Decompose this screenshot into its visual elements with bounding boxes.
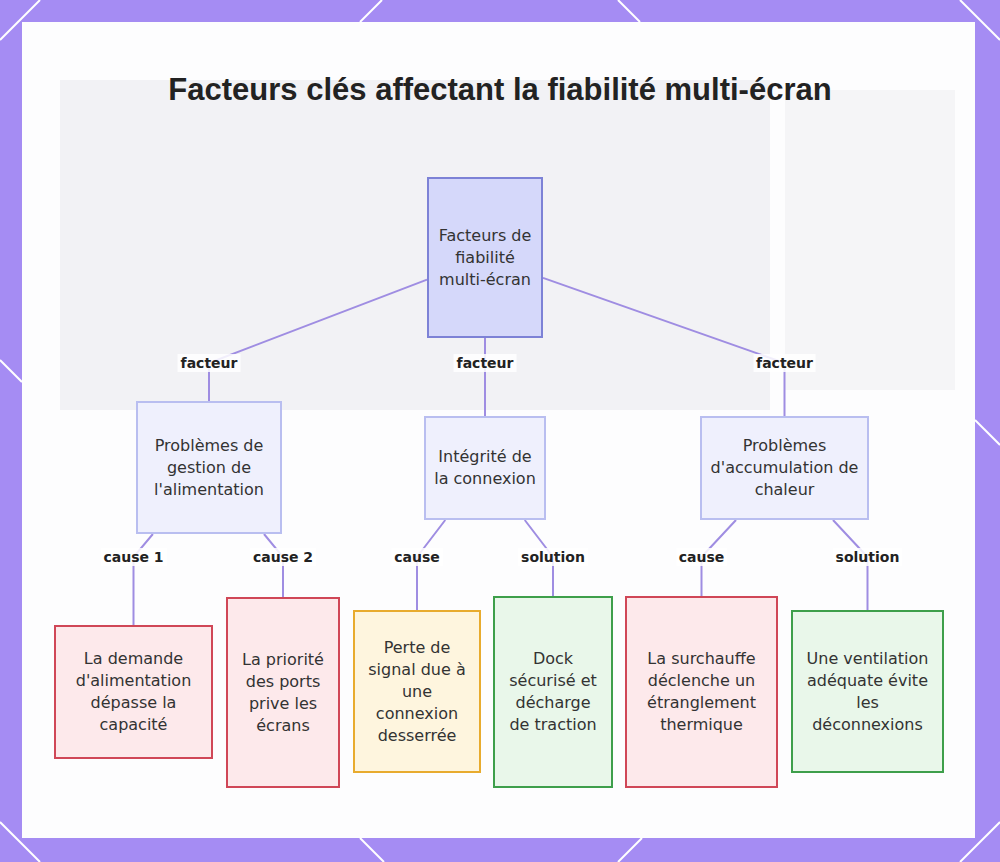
node-text: La surchauffe déclenche un étranglement …	[635, 648, 768, 736]
node-text: Problèmes d'accumulation de chaleur	[710, 435, 859, 501]
node-content: La surchauffe déclenche un étranglement …	[635, 648, 768, 736]
node-text: La priorité des ports prive les écrans	[236, 649, 330, 737]
cause-box: La priorité des ports prive les écrans	[226, 597, 340, 788]
connector	[485, 338, 486, 416]
blurred-screen	[60, 80, 770, 410]
edge-label: cause 2	[250, 548, 316, 566]
pattern-line	[618, 0, 640, 22]
node-content: La demande d'alimentation dépasse la cap…	[64, 648, 203, 736]
root-box: Facteurs de fiabilité multi-écran	[427, 177, 543, 338]
pattern-line	[618, 838, 642, 862]
blurred-screen	[785, 90, 955, 390]
node-content: Facteurs de fiabilité multi-écran	[437, 225, 533, 291]
cause-box: La demande d'alimentation dépasse la cap…	[54, 625, 213, 759]
connector-line	[484, 338, 486, 416]
connector-line	[543, 278, 785, 416]
node-content: La priorité des ports prive les écrans	[236, 649, 330, 737]
factor-box: Problèmes d'accumulation de chaleur	[700, 416, 869, 520]
pattern-line	[360, 0, 382, 22]
pattern-line	[0, 822, 40, 862]
solution-box: Dock sécurisé et décharge de traction	[493, 596, 613, 788]
connector-line	[209, 280, 427, 401]
node-text: Intégrité de la connexion	[434, 446, 536, 490]
pattern-line	[360, 838, 384, 862]
solution-box: Une ventilation adéquate évite les décon…	[791, 610, 944, 773]
edge-label: solution	[833, 548, 903, 566]
edge-label: cause	[676, 548, 728, 566]
node-content: Intégrité de la connexion	[434, 446, 536, 490]
pattern-line	[960, 0, 1000, 40]
node-content: Problèmes d'accumulation de chaleur	[710, 435, 859, 501]
pattern-line	[975, 420, 1000, 445]
node-text: Problèmes de gestion de l'alimentation	[146, 435, 272, 501]
node-text: Perte de signal due à une connexion dess…	[363, 637, 471, 747]
cause-box: Perte de signal due à une connexion dess…	[353, 610, 481, 773]
connector	[543, 278, 785, 416]
node-content: Dock sécurisé et décharge de traction	[503, 648, 603, 736]
diagram-title: Facteurs clés affectant la fiabilité mul…	[150, 72, 850, 108]
edge-label: cause 1	[100, 548, 166, 566]
node-text: La demande d'alimentation dépasse la cap…	[64, 648, 203, 736]
edge-label: facteur	[454, 354, 517, 372]
node-text: Une ventilation adéquate évite les décon…	[801, 648, 934, 736]
pattern-line	[960, 822, 1000, 862]
pattern-line	[0, 0, 40, 40]
pattern-line	[0, 360, 22, 382]
edge-label: facteur	[753, 354, 816, 372]
cause-box: La surchauffe déclenche un étranglement …	[625, 596, 778, 788]
node-content: Problèmes de gestion de l'alimentation	[146, 435, 272, 501]
edge-label: solution	[518, 548, 588, 566]
factor-box: Problèmes de gestion de l'alimentation	[136, 401, 282, 534]
edge-label: facteur	[178, 354, 241, 372]
factor-box: Intégrité de la connexion	[424, 416, 546, 520]
node-text: Dock sécurisé et décharge de traction	[503, 648, 603, 736]
connector	[209, 280, 427, 401]
node-content: Perte de signal due à une connexion dess…	[363, 637, 471, 747]
node-text: Facteurs de fiabilité multi-écran	[437, 225, 533, 291]
edge-label: cause	[391, 548, 443, 566]
node-content: Une ventilation adéquate évite les décon…	[801, 648, 934, 736]
